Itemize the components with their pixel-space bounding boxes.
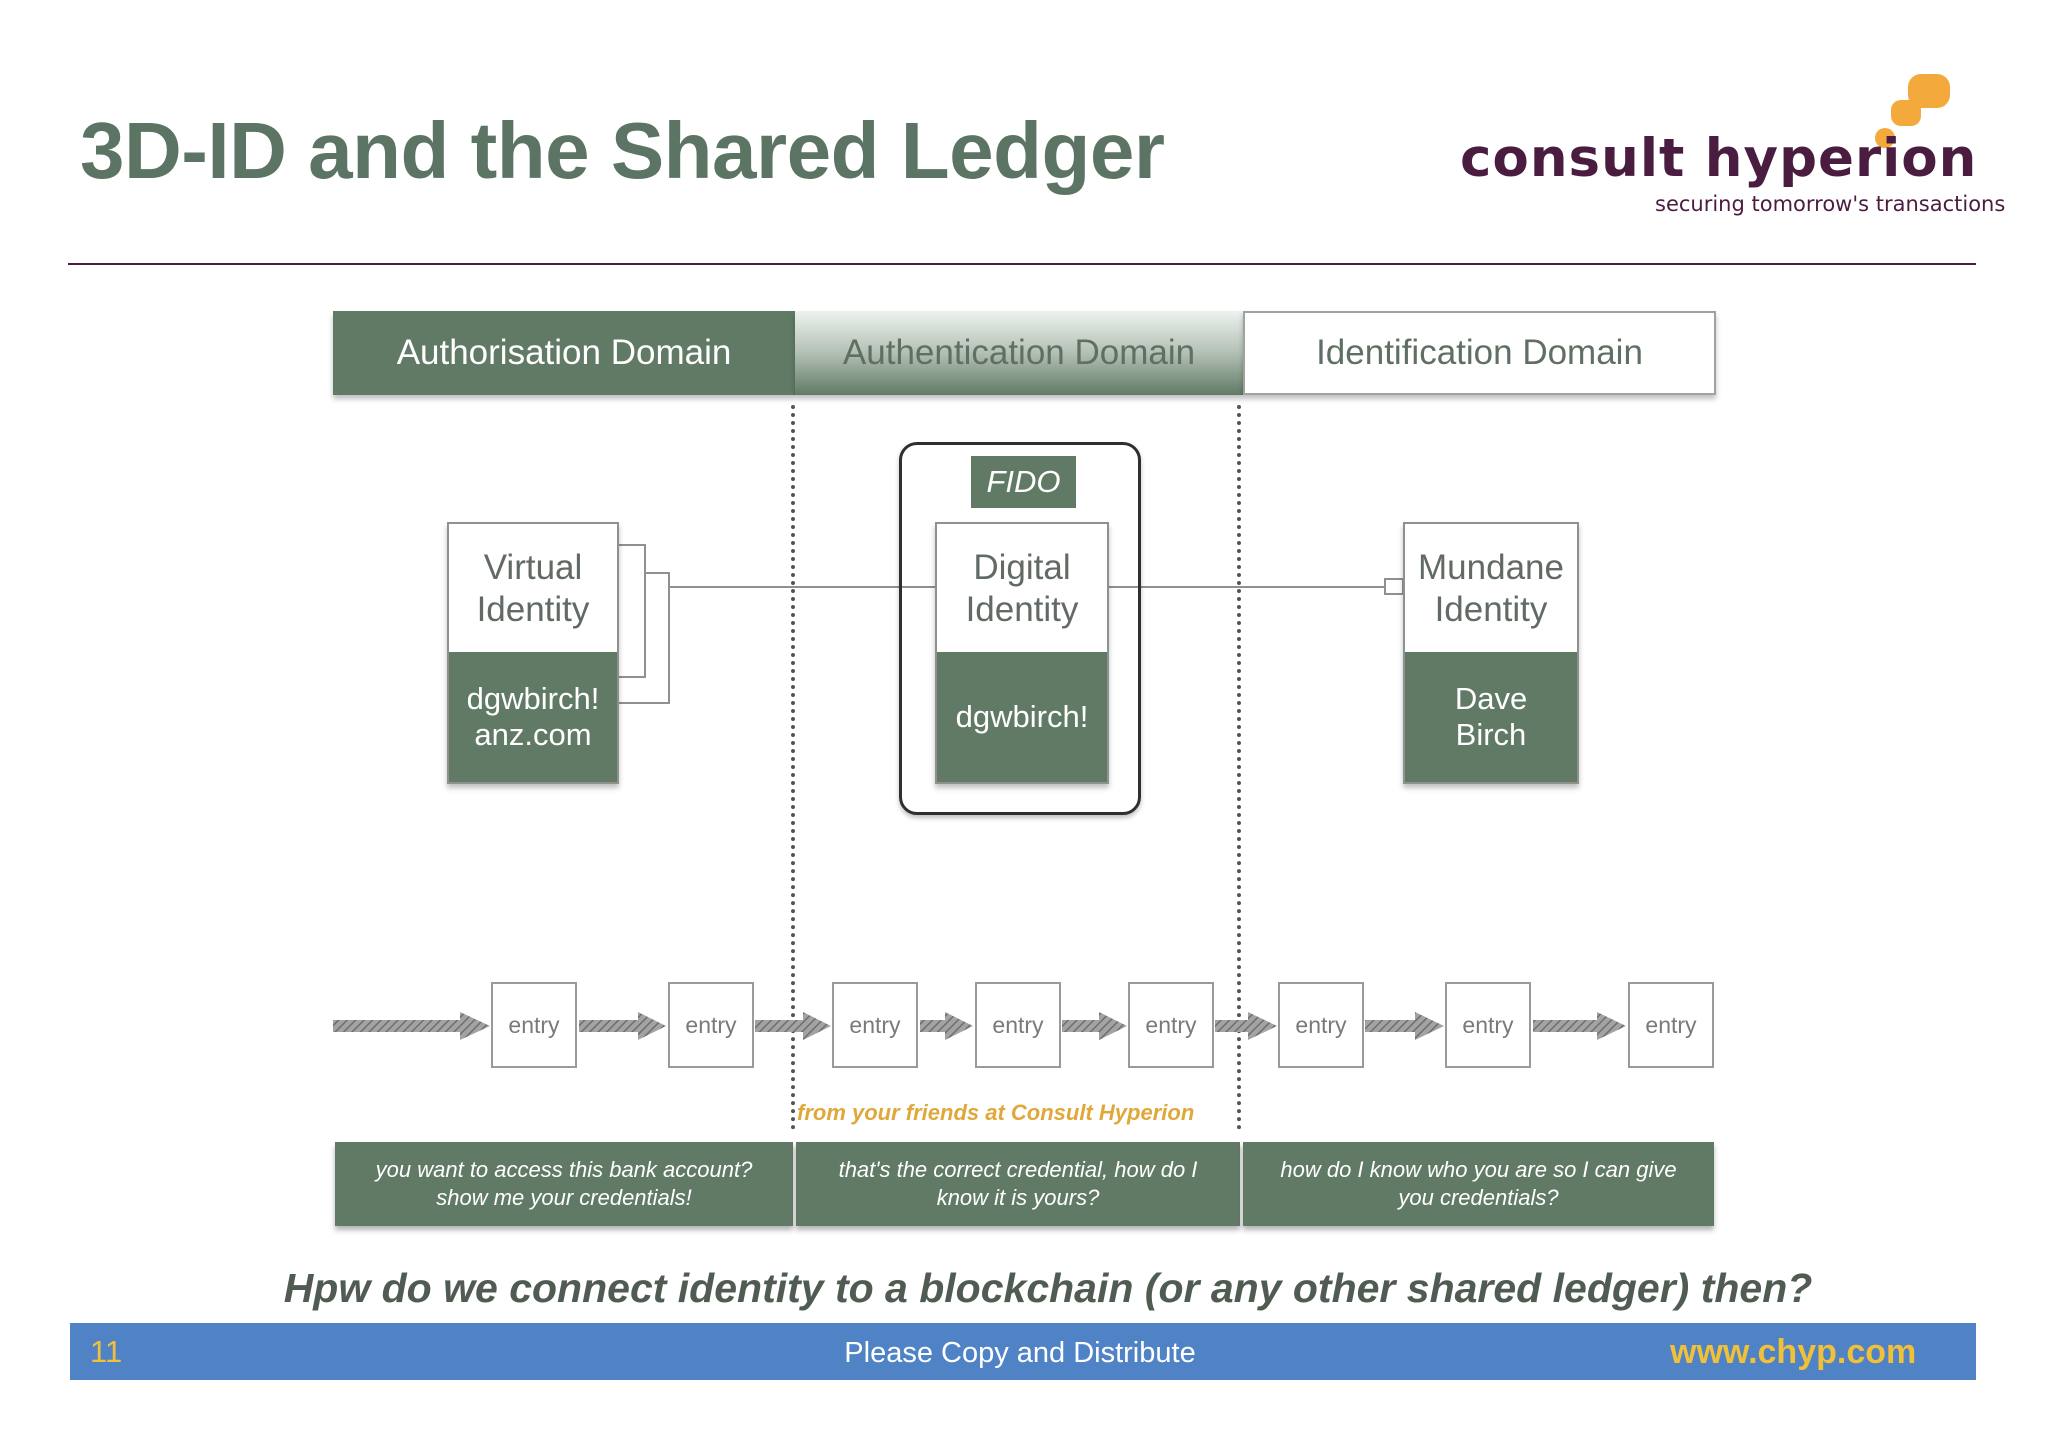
page-number: 11 [90,1334,123,1369]
ledger-arrow-8 [1533,1012,1626,1040]
logo-bubbles-icon [1875,74,1950,148]
question-identification: how do I know who you are so I can give … [1243,1142,1714,1226]
footer-bar [70,1323,1976,1380]
ledger-arrow-7 [1365,1012,1444,1040]
ledger-entry: entry [1445,982,1531,1068]
domain-authorisation: Authorisation Domain [333,311,795,395]
slide-question: Hpw do we connect identity to a blockcha… [283,1265,1813,1311]
ledger-entry: entry [668,982,754,1068]
ledger-entry: entry [975,982,1061,1068]
domain-separator-right [1237,405,1241,1130]
domain-identification: Identification Domain [1243,311,1716,395]
digital-identity-title: Digital Identity [965,548,1079,629]
footer-text: Please Copy and Distribute [844,1337,1196,1369]
mundane-identity-title: Mundane Identity [1418,548,1564,629]
digital-identity-card: Digital Identity dgwbirch! [935,522,1109,784]
ledger-arrow-1 [333,1012,490,1040]
title-divider [68,263,1976,265]
ledger-entry: entry [491,982,577,1068]
virtual-identity-title: Virtual Identity [476,548,590,629]
question-authorisation: you want to access this bank account? sh… [335,1142,793,1226]
logo-tagline: securing tomorrow's transactions [1655,192,2006,216]
ledger-entry: entry [1128,982,1214,1068]
ledger-arrow-6 [1215,1012,1277,1040]
fido-frame [899,442,1141,815]
domain-separator-left [791,405,795,1130]
ledger-entry: entry [832,982,918,1068]
ledger-entry: entry [1278,982,1364,1068]
slide-title: 3D-ID and the Shared Ledger [80,106,1165,195]
mundane-identity-value: Dave Birch [1405,652,1577,782]
digital-identity-value: dgwbirch! [937,652,1107,782]
question-authentication: that's the correct credential, how do I … [796,1142,1240,1226]
ledger-arrows-group [333,1012,1626,1040]
mundane-identity-card: Mundane Identity Dave Birch [1403,522,1579,784]
virtual-identity-value: dgwbirch! anz.com [449,652,617,782]
logo-name: consult hyperion [1460,128,1978,189]
ledger-arrow-4 [920,1012,973,1040]
logo [1460,70,1980,220]
ledger-arrow-3 [755,1012,831,1040]
ledger-arrow-5 [1062,1012,1127,1040]
domain-authentication: Authentication Domain [795,311,1243,395]
footer-url-link[interactable]: www.chyp.com [1670,1333,1917,1371]
ledger-arrow-2 [579,1012,666,1040]
fido-badge: FIDO [971,456,1076,508]
virtual-identity-card: Virtual Identity dgwbirch! anz.com [447,522,619,784]
credit-text: from your friends at Consult Hyperion [797,1100,1195,1125]
ledger-entry: entry [1628,982,1714,1068]
